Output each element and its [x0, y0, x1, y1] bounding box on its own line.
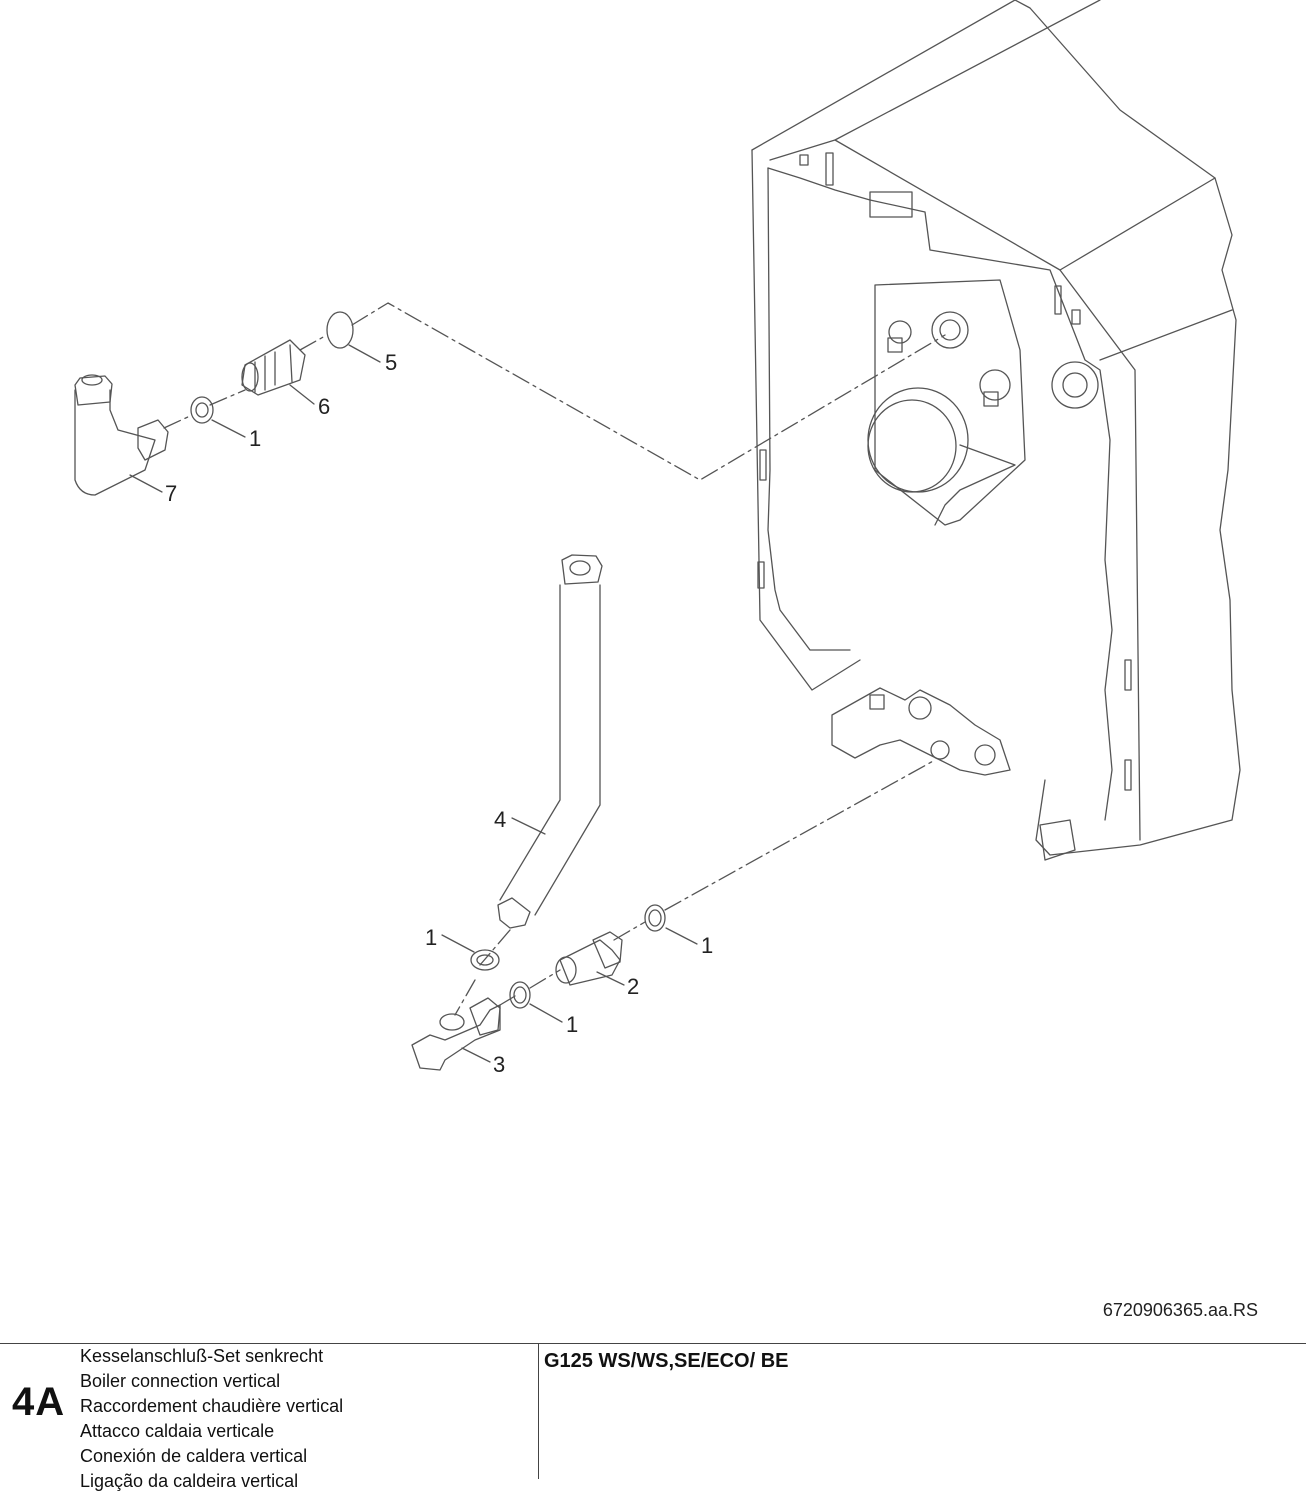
- callout-leaders: [129, 344, 698, 1063]
- title-spanish: Conexión de caldera vertical: [80, 1446, 308, 1466]
- sealing-washer-part-1: [190, 396, 214, 424]
- union-connector-part-2: [555, 931, 623, 986]
- flat-gasket-part-5: [326, 311, 354, 349]
- drawing-number: 6720906365.aa.RS: [1102, 1300, 1258, 1320]
- callout-1: 1: [425, 925, 437, 950]
- elbow-fitting-part-7: [74, 374, 169, 496]
- title-french: Raccordement chaudière vertical: [80, 1396, 344, 1416]
- boiler-housing: [751, 0, 1241, 861]
- bent-pipe-part-4: [497, 554, 603, 929]
- model-label: G125 WS/WS,SE/ECO/ BE: [544, 1350, 789, 1372]
- threaded-nipple-part-6: [241, 339, 306, 396]
- callout-2: 2: [627, 974, 639, 999]
- assembly-centerlines: [163, 302, 946, 1016]
- callout-1: 1: [249, 426, 261, 451]
- callout-1: 1: [566, 1012, 578, 1037]
- callout-6: 6: [318, 394, 330, 419]
- callout-4: 4: [494, 807, 506, 832]
- callout-1: 1: [701, 933, 713, 958]
- callout-7: 7: [165, 481, 177, 506]
- title-english: Boiler connection vertical: [80, 1371, 281, 1391]
- exploded-parts-diagram: 5 6 1 7 4 1 1 2 1 3: [74, 0, 1241, 1077]
- callout-5: 5: [385, 350, 397, 375]
- title-block-divider: [538, 1344, 539, 1479]
- title-italian: Attacco caldaia verticale: [80, 1421, 275, 1441]
- title-german: Kesselanschluß-Set senkrecht: [80, 1346, 324, 1366]
- title-portuguese: Ligação da caldeira vertical: [80, 1471, 299, 1491]
- callout-3: 3: [493, 1052, 505, 1077]
- title-block: 4A Kesselanschluß-Set senkrecht Boiler c…: [0, 1343, 1306, 1491]
- multilingual-title-list: Kesselanschluß-Set senkrecht Boiler conn…: [80, 1344, 343, 1494]
- tee-fitting-part-3: [411, 997, 501, 1071]
- section-code: 4A: [12, 1380, 66, 1424]
